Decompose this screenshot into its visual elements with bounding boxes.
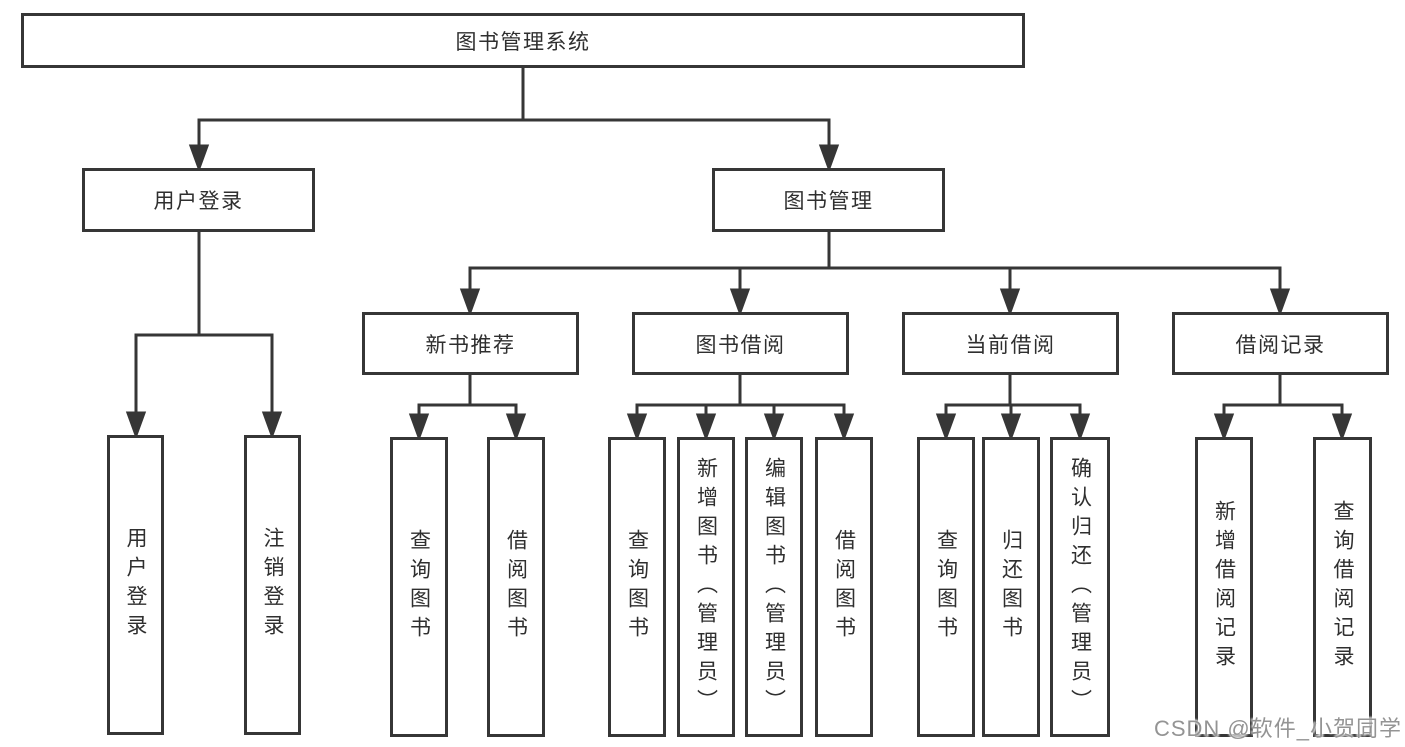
- leaf-query-books-current: 查询图书: [917, 437, 975, 737]
- leaf-label: 注销登录: [261, 527, 284, 643]
- leaf-label: 新增借阅记录: [1212, 500, 1236, 674]
- node-label: 新书推荐: [425, 333, 516, 357]
- leaf-label: 编辑图书（管理员）: [762, 456, 786, 718]
- node-label: 图书管理: [783, 190, 874, 213]
- leaf-label: 查询图书: [625, 529, 649, 645]
- node-label: 图书借阅: [695, 333, 786, 357]
- leaf-label: 借阅图书: [832, 529, 856, 645]
- leaf-label: 新增图书（管理员）: [694, 456, 718, 718]
- leaf-label: 归还图书: [999, 529, 1023, 645]
- leaf-label: 确认归还（管理员）: [1068, 456, 1092, 718]
- leaf-user-login: 用户登录: [107, 435, 164, 735]
- leaf-label: 查询图书: [934, 529, 958, 645]
- leaf-add-borrow-record: 新增借阅记录: [1195, 437, 1253, 737]
- leaf-logout: 注销登录: [244, 435, 301, 735]
- node-book-management: 图书管理: [712, 168, 945, 232]
- node-current-borrowing: 当前借阅: [902, 312, 1119, 375]
- node-label: 当前借阅: [965, 333, 1056, 357]
- node-borrowing-records: 借阅记录: [1172, 312, 1389, 375]
- leaf-label: 查询图书: [407, 529, 431, 645]
- leaf-edit-books-admin: 编辑图书（管理员）: [745, 437, 803, 737]
- csdn-watermark: CSDN @软件_小贺同学: [1153, 716, 1402, 741]
- leaf-label: 用户登录: [124, 527, 147, 643]
- node-label: 用户登录: [153, 190, 244, 213]
- leaf-query-books-borrowing: 查询图书: [608, 437, 666, 737]
- node-book-borrowing: 图书借阅: [632, 312, 849, 375]
- leaf-label: 查询借阅记录: [1331, 500, 1354, 674]
- leaf-label: 借阅图书: [504, 529, 528, 645]
- leaf-add-books-admin: 新增图书（管理员）: [677, 437, 735, 737]
- leaf-query-borrow-record: 查询借阅记录: [1313, 437, 1372, 737]
- node-user-login: 用户登录: [82, 168, 315, 232]
- node-library-management-system: 图书管理系统: [21, 13, 1025, 68]
- leaf-borrow-books-recommend: 借阅图书: [487, 437, 545, 737]
- leaf-borrow-books-borrowing: 借阅图书: [815, 437, 873, 737]
- leaf-return-books: 归还图书: [982, 437, 1040, 737]
- node-label: 图书管理系统: [455, 30, 591, 54]
- node-new-book-recommend: 新书推荐: [362, 312, 579, 375]
- leaf-query-books-recommend: 查询图书: [390, 437, 448, 737]
- node-label: 借阅记录: [1235, 333, 1326, 357]
- leaf-confirm-return-admin: 确认归还（管理员）: [1050, 437, 1110, 737]
